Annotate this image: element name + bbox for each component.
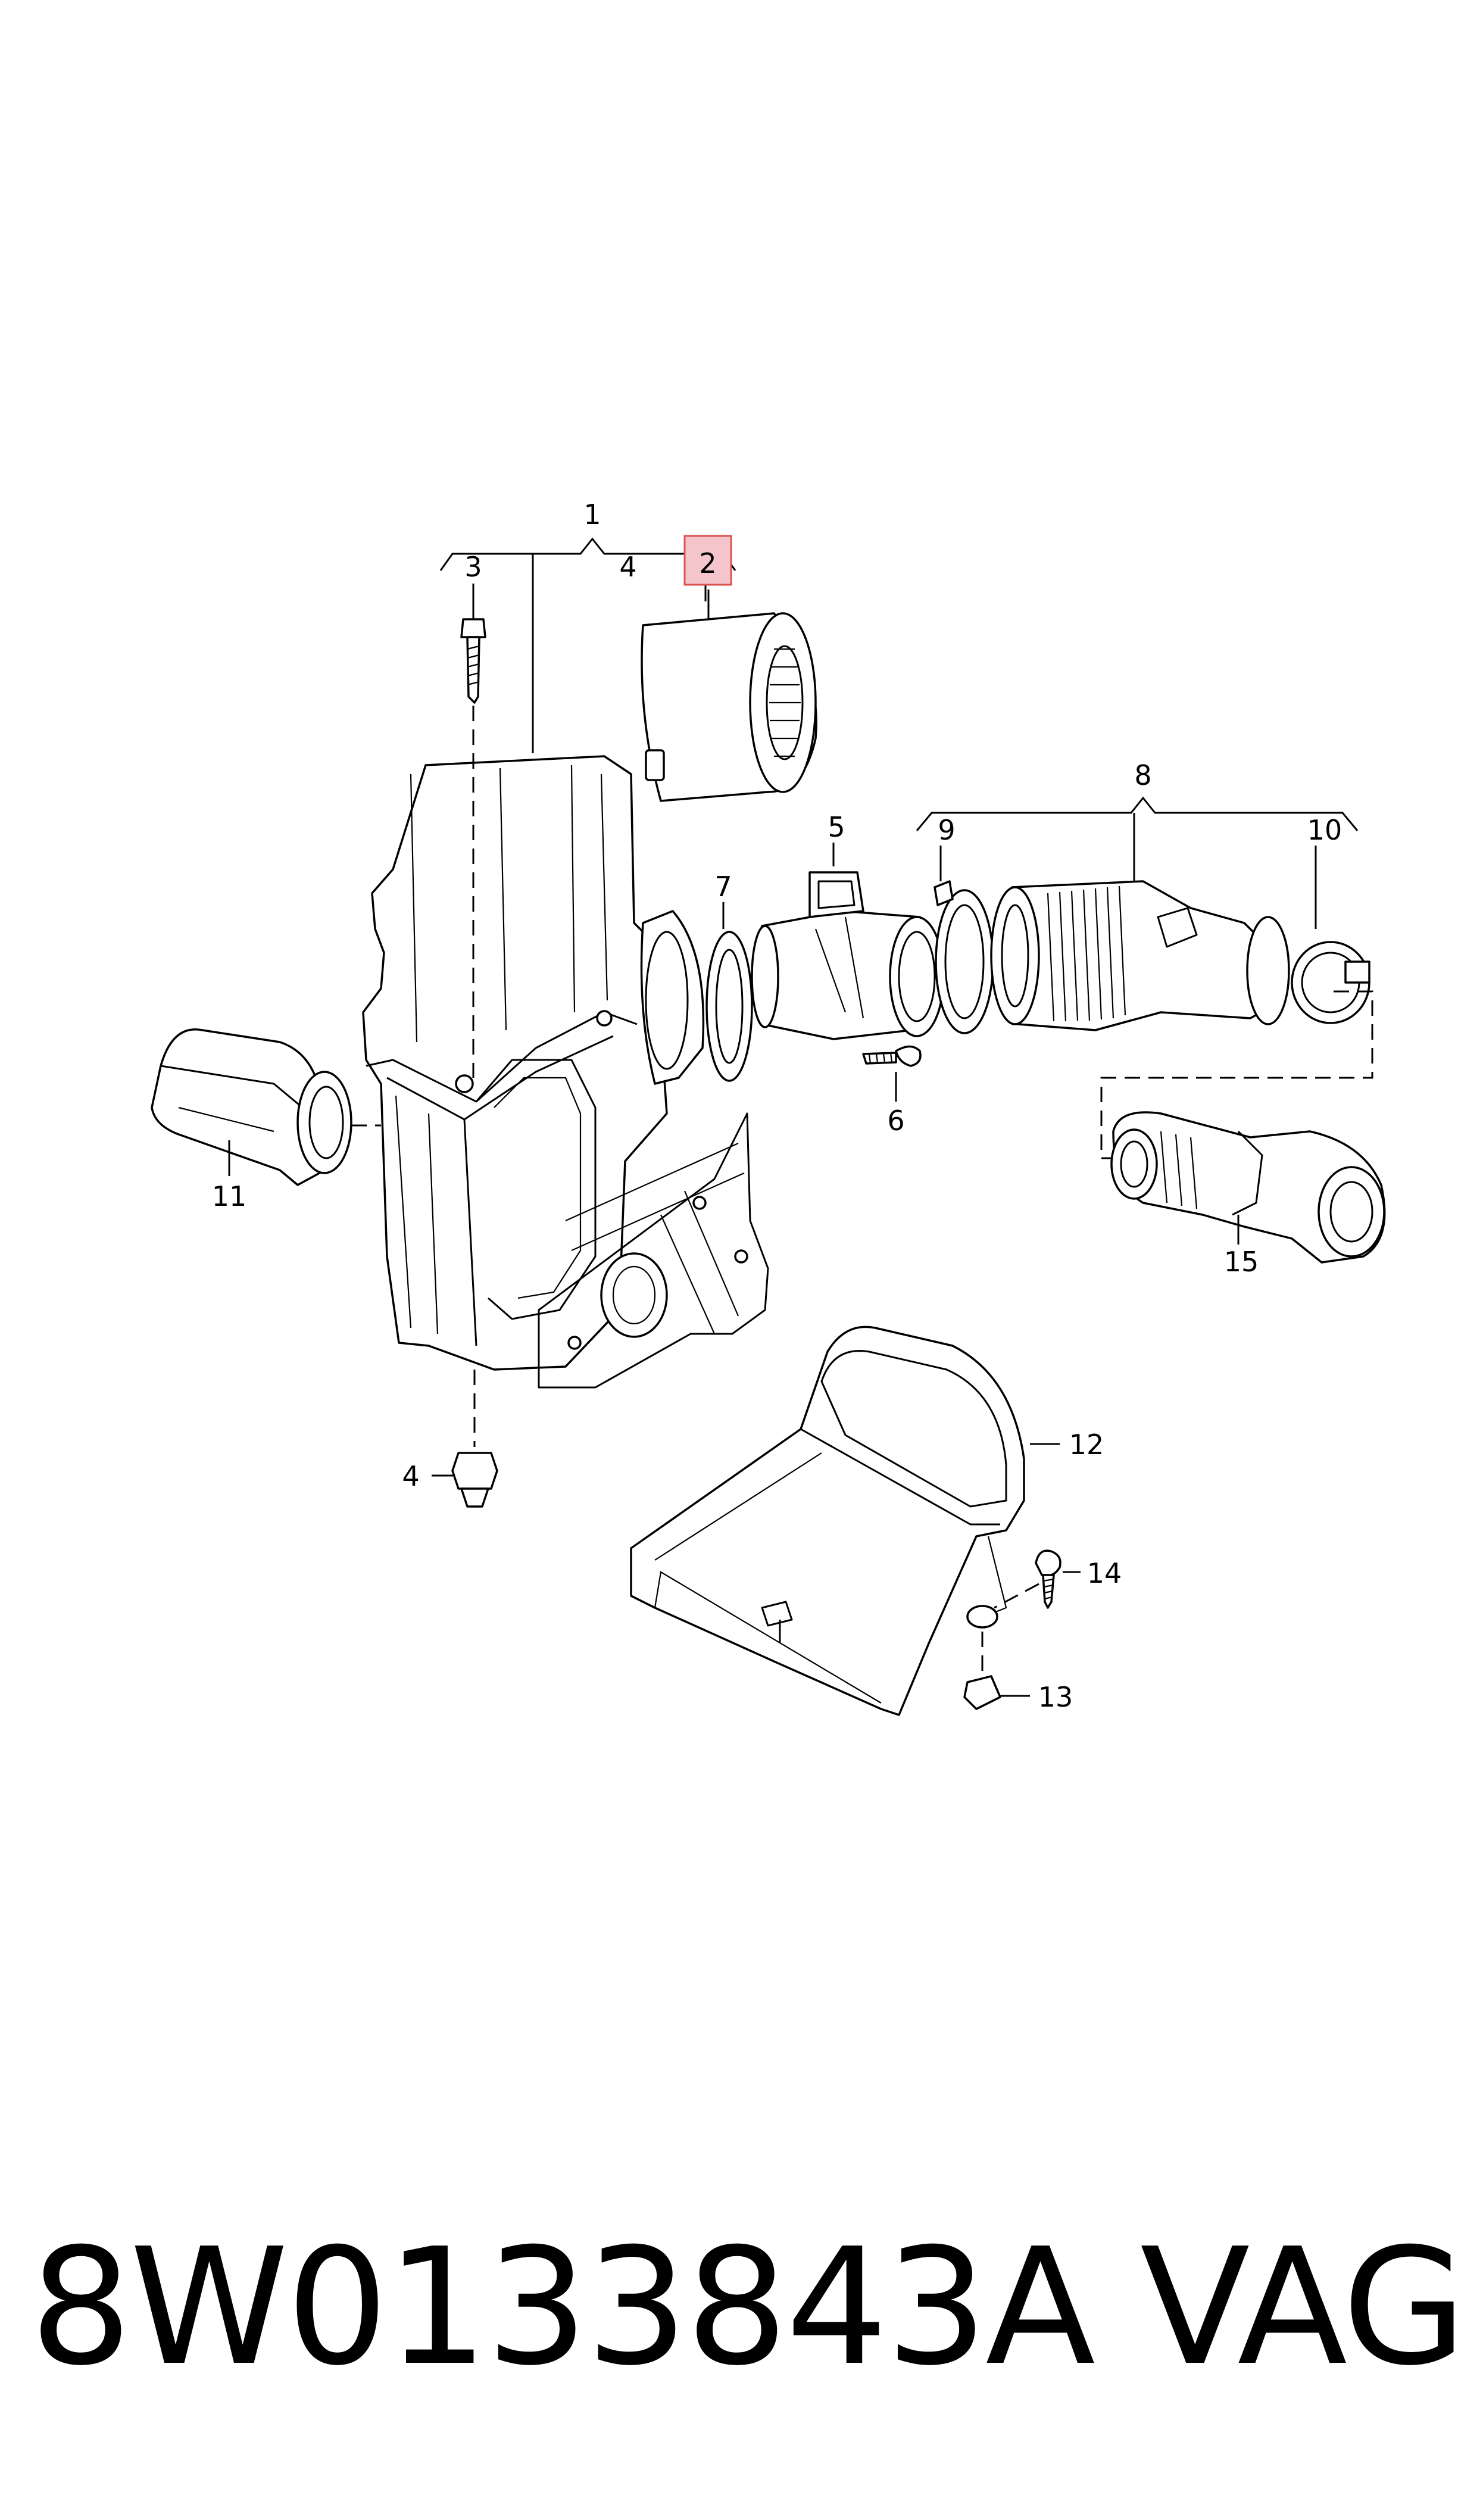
hose-clamp-10 bbox=[1100, 846, 1373, 1159]
screw-6 bbox=[862, 1045, 922, 1102]
callout-8: 8 bbox=[1134, 759, 1151, 791]
callout-15: 15 bbox=[1224, 1246, 1259, 1278]
callout-6: 6 bbox=[887, 1105, 904, 1137]
mass-air-flow-sensor-5 bbox=[751, 843, 945, 1040]
callout-3: 3 bbox=[464, 551, 482, 583]
callout-13: 13 bbox=[1038, 1681, 1073, 1713]
callout-9: 9 bbox=[938, 814, 955, 846]
hose-clamp-9 bbox=[933, 846, 994, 1034]
callout-2-highlight bbox=[683, 535, 732, 586]
screw-3 bbox=[460, 584, 486, 1078]
callout-11: 11 bbox=[212, 1180, 247, 1212]
callout-10: 10 bbox=[1307, 814, 1342, 846]
part-number: 8W0133843A bbox=[30, 2213, 1095, 2401]
callout-1: 1 bbox=[583, 498, 601, 531]
seal-ring-7 bbox=[640, 902, 753, 1085]
callout-4-bottom: 4 bbox=[402, 1460, 419, 1492]
grommet-4 bbox=[432, 1370, 498, 1508]
mounting-frame bbox=[538, 1112, 769, 1389]
screw-14 bbox=[994, 1549, 1081, 1609]
callout-labels: 1 2 3 4 4 5 6 7 8 9 10 11 12 13 14 15 bbox=[212, 498, 1342, 1713]
connector-pipe-15 bbox=[1110, 1111, 1386, 1264]
filter-element-2 bbox=[641, 590, 817, 802]
callout-7: 7 bbox=[714, 871, 732, 903]
air-guide-12 bbox=[630, 1326, 1060, 1716]
clip-13 bbox=[963, 1632, 1030, 1710]
inlet-duct-11 bbox=[151, 1028, 381, 1186]
callout-5: 5 bbox=[828, 811, 845, 843]
intake-hose-8 bbox=[916, 796, 1359, 1031]
brand-label: VAG bbox=[1140, 2213, 1467, 2401]
callout-14: 14 bbox=[1087, 1557, 1122, 1589]
callout-4-top: 4 bbox=[619, 551, 636, 583]
air-filter-housing bbox=[362, 755, 668, 1371]
callout-2: 2 bbox=[699, 547, 716, 579]
callout-12: 12 bbox=[1069, 1429, 1104, 1461]
